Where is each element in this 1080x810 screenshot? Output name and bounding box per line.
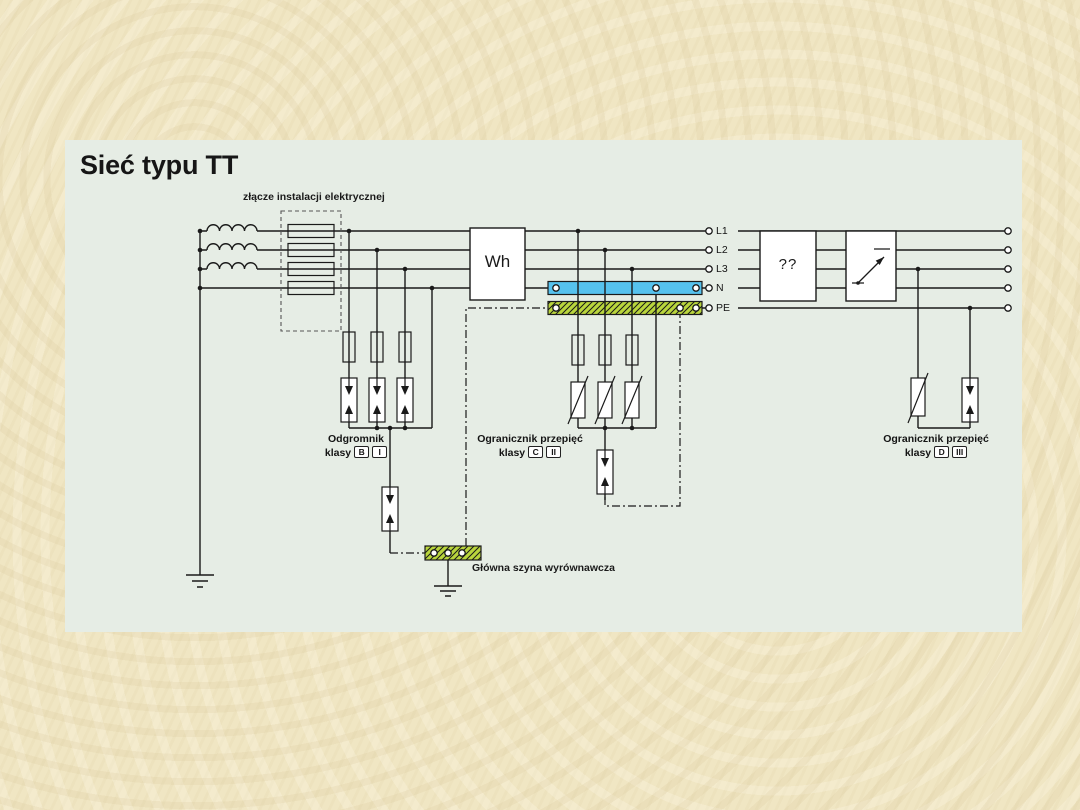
spd-class-b-group <box>340 231 433 553</box>
spd-b-class-word: klasy <box>324 446 352 459</box>
conductor-label-l1: L1 <box>716 225 728 237</box>
meter-label: Wh <box>484 252 511 271</box>
conductor-label-pe: PE <box>716 302 731 314</box>
ground-icon <box>434 585 462 597</box>
bonding-bar-label: Główna szyna wyrównawcza <box>472 562 615 574</box>
spd-c-class-word: klasy <box>498 446 526 459</box>
spark-gap-arrester-icon <box>961 377 979 423</box>
spd-d-class-letter-badge: D <box>934 445 950 458</box>
energy-meter-box <box>469 227 526 301</box>
ground-icon <box>186 574 214 588</box>
fuse-icon <box>342 331 412 363</box>
terminal-circles <box>430 227 1012 557</box>
junction-dots <box>197 228 973 431</box>
spd-d-class-word: klasy <box>904 446 932 459</box>
spd-class-c-group <box>567 231 657 500</box>
spd-b-class-roman-badge: I <box>372 445 388 458</box>
varistor-icon <box>567 375 643 425</box>
spd-c-name: Ogranicznik przepięć <box>477 433 583 445</box>
varistor-icon <box>907 372 929 424</box>
conductor-label-l2: L2 <box>716 244 728 256</box>
spd-class-d-group <box>907 269 979 429</box>
spd-b-class-letter-badge: B <box>354 445 370 458</box>
spd-d-name: Ogranicznik przepięć <box>883 433 989 445</box>
page-title: Sieć typu TT <box>80 150 239 180</box>
spark-gap-arrester-icon <box>381 486 399 532</box>
spark-gap-arrester-icon <box>340 377 414 423</box>
spd-d-class-roman-badge: III <box>952 445 968 458</box>
rcd-box <box>759 230 817 302</box>
spd-c-class-letter-badge: C <box>528 445 544 458</box>
conductor-label-n: N <box>716 282 724 294</box>
switch-icon <box>852 248 890 285</box>
service-entry-box <box>280 210 342 332</box>
unknown-device-label: ?? <box>778 256 798 273</box>
neutral-busbar <box>547 280 703 296</box>
diagram-panel <box>65 140 1022 632</box>
source-earth-conductor <box>186 231 214 588</box>
service-fuse-icon <box>287 223 335 296</box>
breaker-box <box>845 230 897 302</box>
pe-busbar <box>547 300 703 316</box>
transformer-coils-icon <box>206 224 258 270</box>
spd-b-name: Odgromnik <box>327 433 384 445</box>
conductor-label-l3: L3 <box>716 263 728 275</box>
main-bonding-bar <box>424 545 482 597</box>
spark-gap-arrester-icon <box>596 449 614 495</box>
service-entry-label: złącze instalacji elektrycznej <box>243 191 385 203</box>
dashed-links <box>390 307 681 554</box>
fuse-icon <box>571 334 639 366</box>
spd-c-class-roman-badge: II <box>546 445 562 458</box>
